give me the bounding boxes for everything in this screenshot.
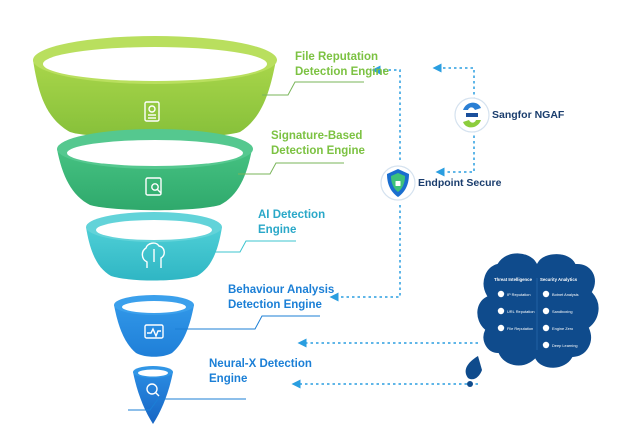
- cloud-item-deep-learning: Deep Learning: [552, 343, 578, 348]
- label-sangfor-ngaf: Sangfor NGAF: [492, 109, 565, 121]
- label-neural-x-engine: Neural-X Detection Engine: [209, 358, 312, 385]
- arrow-endpoint-to-behaviour: [329, 205, 401, 302]
- funnel-tier-behaviour-analysis: [114, 295, 194, 357]
- cloud-item-botnet-analysis: Botnet Analysis: [552, 292, 579, 297]
- magnifier-icon: [146, 383, 160, 397]
- arrow-ngaf-to-file-reputation: [432, 63, 475, 100]
- cloud-security-analytics-title: Security Analytics: [540, 277, 578, 282]
- cloud-threat-intelligence-title: Threat Intelligence: [494, 277, 532, 282]
- cloud-item-url-reputation: URL Reputation: [507, 309, 535, 314]
- label-behaviour-engine: Behaviour Analysis Detection Engine: [228, 284, 335, 311]
- document-icon: [144, 101, 160, 122]
- cloud-item-file-reputation: File Reputation: [507, 326, 534, 331]
- connector-ai: [207, 240, 296, 253]
- flow-arrows: [291, 63, 478, 389]
- funnel-tier-file-reputation: [33, 36, 277, 138]
- connector-file-reputation: [262, 81, 364, 96]
- arrow-ngaf-to-endpoint: [435, 130, 475, 177]
- signature-icon: [145, 177, 162, 196]
- label-file-reputation-engine: File Reputation Detection Engine: [295, 51, 389, 78]
- cloud-item-ip-reputation: IP Reputation: [507, 292, 531, 297]
- label-connector-lines: [128, 81, 364, 411]
- endpoint-secure-logo: [380, 165, 416, 201]
- cloud-item-engine-zero: Engine Zero: [552, 326, 574, 331]
- label-ai-engine: AI Detection Engine: [258, 209, 326, 236]
- sangfor-ngaf-logo: [454, 97, 490, 133]
- monitor-icon: [144, 324, 164, 339]
- arrow-endpoint-to-file-reputation: [371, 65, 401, 160]
- connector-behaviour: [175, 315, 320, 330]
- label-signature-engine: Signature-Based Detection Engine: [271, 130, 365, 157]
- security-cloud: [465, 251, 601, 387]
- connector-neural-x: [128, 398, 246, 411]
- funnel-tier-signature-based: [57, 129, 253, 211]
- cloud-item-sandboxing: Sandboxing: [552, 309, 573, 314]
- label-endpoint-secure: Endpoint Secure: [418, 177, 502, 189]
- brain-icon: [141, 242, 165, 268]
- funnel-tier-ai-detection: [86, 212, 222, 281]
- funnel-tier-neural-x: [133, 366, 173, 424]
- connector-signature: [238, 162, 344, 175]
